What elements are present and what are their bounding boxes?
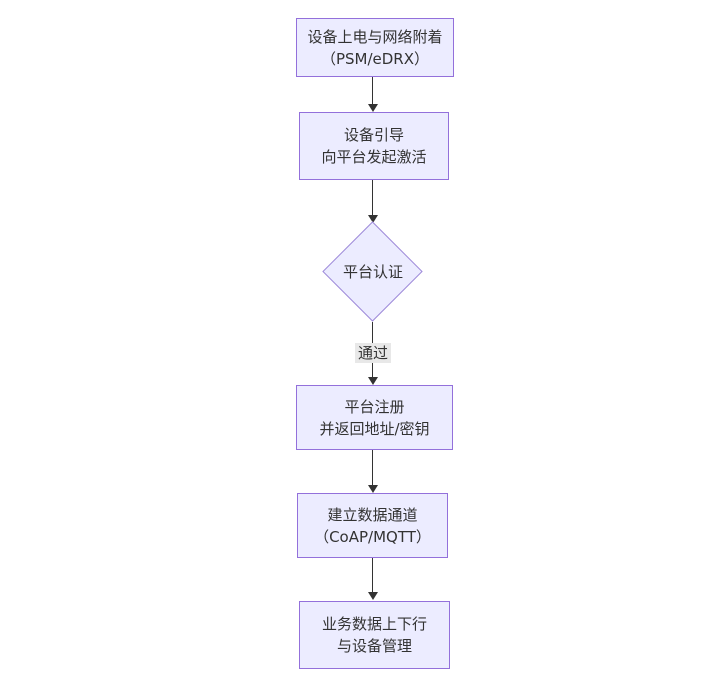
edge-attach-bootstrap-line bbox=[372, 77, 373, 104]
edge-channel-business-line bbox=[372, 558, 373, 592]
node-attach-line1: 设备上电与网络附着 bbox=[307, 27, 443, 46]
node-register-line1: 平台注册 bbox=[344, 397, 405, 416]
edge-register-channel-arrowhead-icon bbox=[368, 485, 378, 493]
edge-bootstrap-auth-arrowhead-icon bbox=[368, 215, 378, 223]
node-register-line2: 并返回地址/密钥 bbox=[319, 419, 430, 438]
edge-register-channel-line bbox=[372, 450, 373, 485]
node-bootstrap: 设备引导 向平台发起激活 bbox=[299, 112, 449, 180]
node-business-line2: 与设备管理 bbox=[336, 637, 412, 655]
node-attach-line2: （PSM/eDRX） bbox=[320, 49, 430, 68]
edge-attach-bootstrap-arrowhead-icon bbox=[368, 104, 378, 112]
node-bootstrap-line1: 设备引导 bbox=[343, 126, 404, 144]
edge-auth-register-arrowhead-icon bbox=[368, 377, 378, 385]
node-channel: 建立数据通道 （CoAP/MQTT） bbox=[297, 493, 448, 558]
node-business-line1: 业务数据上下行 bbox=[321, 615, 427, 633]
node-channel-line2: （CoAP/MQTT） bbox=[314, 527, 431, 546]
node-auth-label: 平台认证 bbox=[342, 263, 404, 281]
edge-channel-business-arrowhead-icon bbox=[368, 592, 378, 600]
edge-bootstrap-auth-line bbox=[372, 180, 373, 215]
node-attach: 设备上电与网络附着 （PSM/eDRX） bbox=[296, 18, 454, 77]
edge-auth-register-label: 通过 bbox=[354, 343, 392, 363]
node-bootstrap-line2: 向平台发起激活 bbox=[321, 148, 427, 166]
node-register: 平台注册 并返回地址/密钥 bbox=[296, 385, 453, 450]
node-business: 业务数据上下行 与设备管理 bbox=[299, 601, 450, 669]
node-channel-line1: 建立数据通道 bbox=[327, 505, 418, 524]
